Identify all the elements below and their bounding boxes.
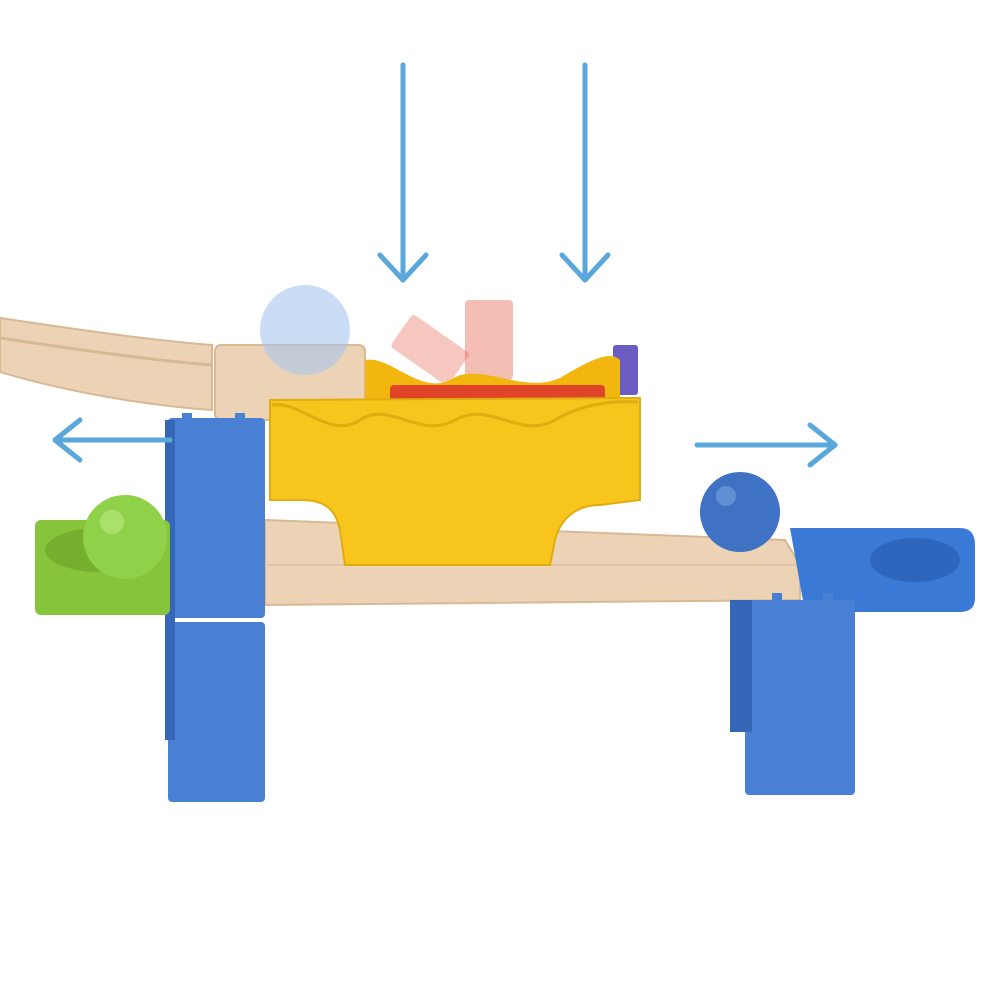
- ghost-ball: [260, 285, 350, 375]
- green-ball: [83, 495, 167, 579]
- arrow-right-icon: [694, 422, 838, 468]
- curved-wooden-track: [0, 316, 213, 412]
- blue-ball: [700, 472, 780, 552]
- left-blue-pillar: [168, 418, 265, 618]
- arrow-down-icon: [377, 62, 429, 283]
- yellow-piece: [269, 396, 641, 566]
- arrow-left-icon: [52, 417, 173, 463]
- right-blue-pillar: [745, 600, 855, 795]
- arrow-down-icon: [559, 62, 611, 283]
